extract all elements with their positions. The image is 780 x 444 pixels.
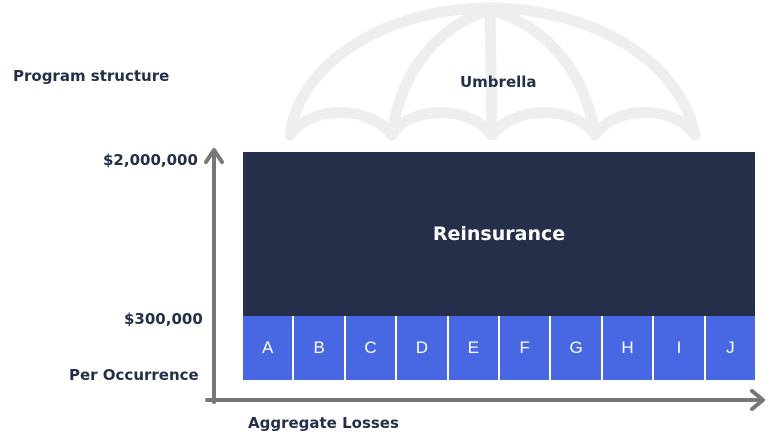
cell-g: G bbox=[549, 316, 601, 380]
limit-low-label: $300,000 bbox=[124, 310, 203, 328]
cell-c: C bbox=[343, 316, 396, 380]
cell-i: I bbox=[652, 316, 704, 380]
cell-a: A bbox=[243, 316, 293, 380]
umbrella-label: Umbrella bbox=[460, 73, 537, 91]
per-occurrence-label: Per Occurrence bbox=[69, 366, 199, 384]
cell-j: J bbox=[703, 316, 756, 380]
retention-cells: A B C D E F G H I J bbox=[243, 316, 756, 380]
cell-b: B bbox=[292, 316, 344, 380]
cell-h: H bbox=[600, 316, 653, 380]
limit-top-label: $2,000,000 bbox=[103, 151, 198, 169]
aggregate-losses-label: Aggregate Losses bbox=[248, 414, 399, 432]
program-structure-label: Program structure bbox=[13, 67, 170, 85]
cell-e: E bbox=[446, 316, 499, 380]
reinsurance-block: Reinsurance bbox=[243, 152, 755, 316]
cell-d: D bbox=[395, 316, 447, 380]
cell-f: F bbox=[498, 316, 550, 380]
reinsurance-label: Reinsurance bbox=[432, 223, 566, 245]
